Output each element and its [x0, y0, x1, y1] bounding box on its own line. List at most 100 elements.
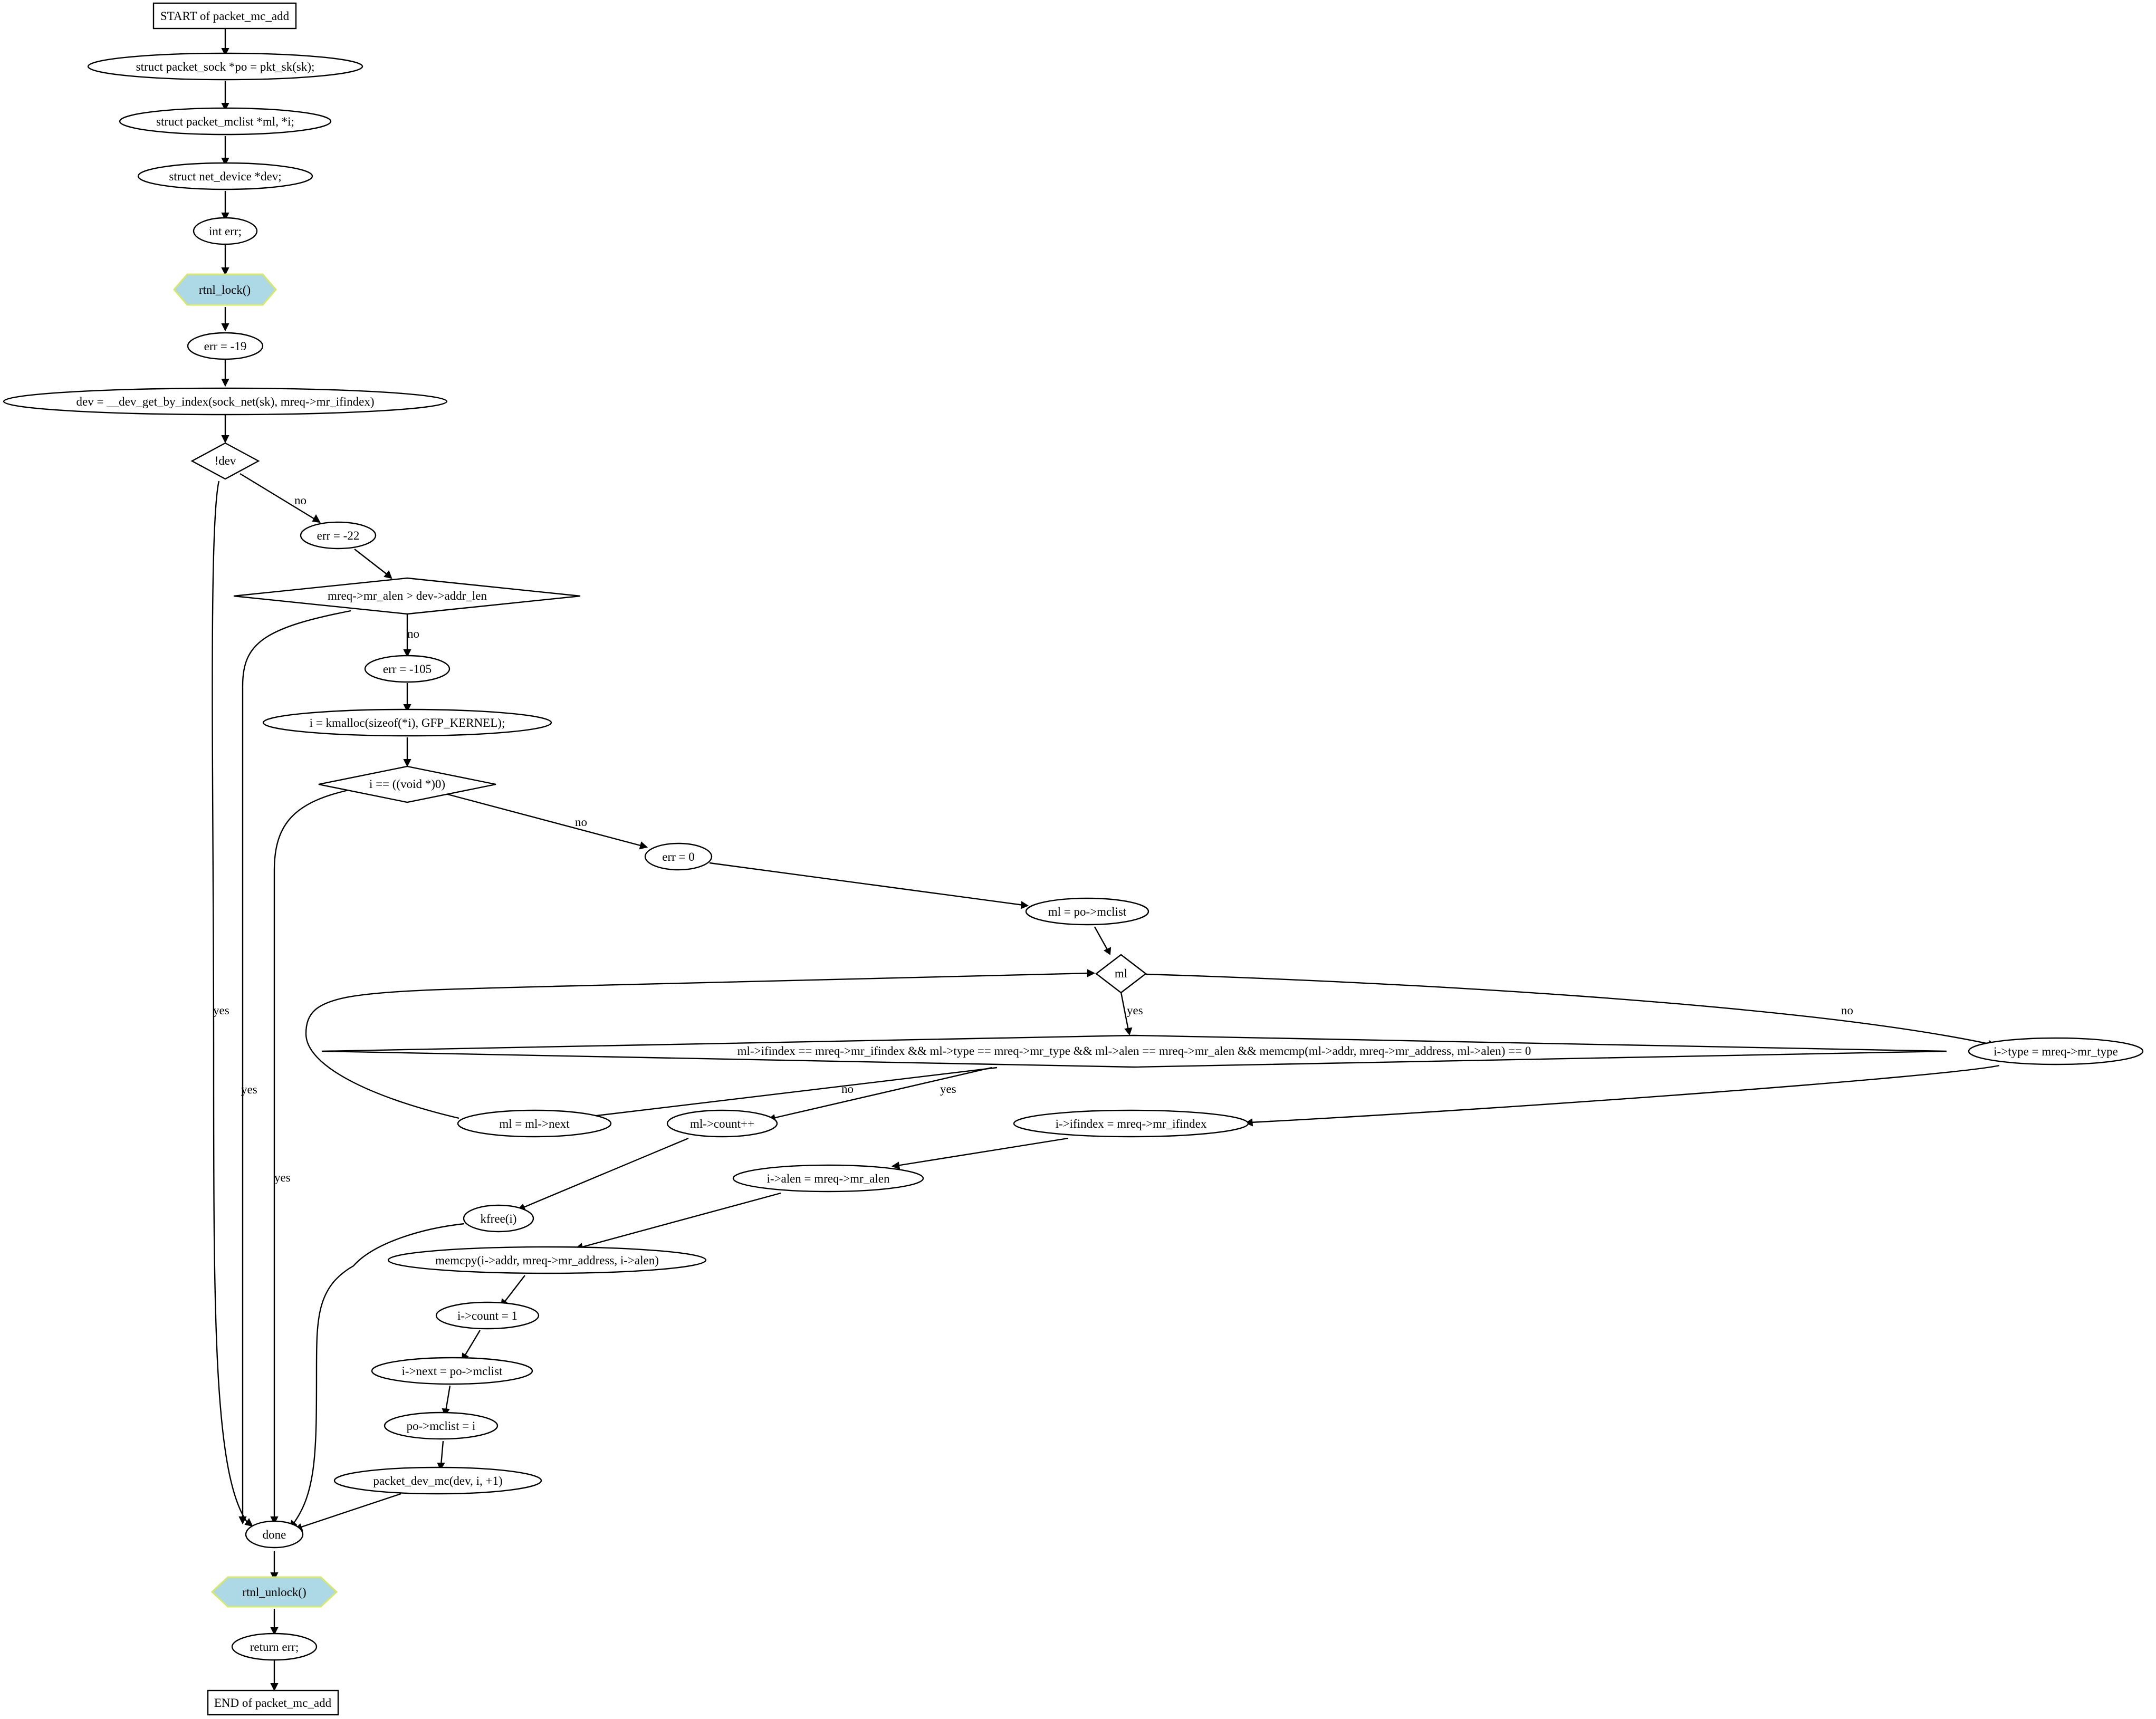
arrowhead: [221, 379, 229, 387]
edge-label-not-dev-yes: yes: [213, 1004, 229, 1017]
arrowhead: [238, 1516, 247, 1525]
i-type-node: i->type = mreq->mr_type: [1968, 1037, 2144, 1065]
arrowheads: [221, 48, 1997, 1692]
i-ifindex-label: i->ifindex = mreq->mr_ifindex: [1056, 1117, 1207, 1130]
edge-label-i-null-no: no: [575, 815, 587, 829]
arrowhead: [270, 1627, 279, 1636]
arrowhead: [1244, 1118, 1253, 1127]
edges: [212, 28, 2000, 1686]
end-label: END of packet_mc_add: [214, 1696, 332, 1710]
i-next-node: i->next = po->mclist: [371, 1357, 533, 1385]
err-0-node: err = 0: [644, 842, 713, 871]
arrowhead: [221, 213, 229, 221]
arrowhead: [221, 48, 229, 56]
edge-match-no: [574, 1067, 998, 1119]
arrowhead: [221, 435, 229, 444]
arrowhead: [891, 1161, 900, 1170]
packet-dev-mc-label: packet_dev_mc(dev, i, +1): [373, 1474, 502, 1487]
i-count-node: i->count = 1: [435, 1301, 540, 1330]
decl-po-label: struct packet_sock *po = pkt_sk(sk);: [136, 60, 315, 73]
nodes: START of packet_mc_add struct packet_soc…: [3, 2, 2144, 1716]
arrowhead: [384, 570, 392, 579]
kmalloc-label: i = kmalloc(sizeof(*i), GFP_KERNEL);: [310, 716, 505, 729]
err-105-node: err = -105: [364, 655, 451, 683]
arrowhead: [312, 514, 321, 523]
kmalloc-node: i = kmalloc(sizeof(*i), GFP_KERNEL);: [262, 708, 552, 737]
po-mclist-label: po->mclist = i: [407, 1419, 476, 1433]
i-count-label: i->count = 1: [457, 1309, 518, 1322]
decl-err-node: int err;: [193, 217, 258, 245]
i-alen-node: i->alen = mreq->mr_alen: [732, 1164, 924, 1193]
edge-label-ml-no: no: [1841, 1004, 1853, 1017]
alen-check-label: mreq->mr_alen > dev->addr_len: [328, 589, 487, 602]
edge-alen-yes: [242, 610, 351, 1519]
decl-dev-label: struct net_device *dev;: [169, 170, 281, 183]
return-err-node: return err;: [231, 1632, 318, 1661]
edge-match-yes: [772, 1067, 992, 1119]
arrowhead: [1124, 1027, 1133, 1036]
edge-ml-init-to-ml-cond: [1094, 926, 1109, 951]
ml-init-node: ml = po->mclist: [1025, 897, 1149, 926]
memcpy-label: memcpy(i->addr, mreq->mr_address, i->ale…: [435, 1254, 659, 1267]
ml-count-label: ml->count++: [690, 1117, 754, 1130]
i-alen-label: i->alen = mreq->mr_alen: [766, 1172, 890, 1185]
arrowhead: [403, 704, 411, 713]
edge-label-i-null-yes: yes: [274, 1171, 291, 1184]
arrowhead: [221, 103, 229, 111]
arrowhead: [244, 1518, 253, 1527]
edge-po-mclist-to-packet-dev-mc: [440, 1440, 444, 1466]
edge-label-not-dev-no: no: [294, 494, 306, 507]
edge-i-alen-to-memcpy: [580, 1192, 781, 1249]
kfree-label: kfree(i): [481, 1212, 517, 1225]
edge-i-next-to-po-mclist: [445, 1385, 451, 1411]
arrowhead: [1087, 969, 1096, 977]
decl-ml-label: struct packet_mclist *ml, *i;: [156, 115, 294, 128]
decl-dev-node: struct net_device *dev;: [137, 162, 313, 190]
edge-i-null-yes: [273, 789, 351, 1519]
arrowhead: [437, 1463, 445, 1471]
return-err-label: return err;: [250, 1640, 299, 1654]
err-22-label: err = -22: [317, 529, 360, 542]
decl-po-node: struct packet_sock *po = pkt_sk(sk);: [87, 52, 363, 81]
i-ifindex-node: i->ifindex = mreq->mr_ifindex: [1013, 1109, 1249, 1138]
end-node: END of packet_mc_add: [207, 1689, 339, 1716]
edge-ml-yes: [1120, 992, 1129, 1031]
ml-init-label: ml = po->mclist: [1048, 905, 1127, 918]
edge-i-ifindex-to-i-alen: [896, 1137, 1069, 1167]
start-label: START of packet_mc_add: [160, 9, 290, 23]
done-label: done: [263, 1528, 286, 1541]
edge-packet-dev-mc-to-done: [299, 1493, 401, 1529]
kfree-node: kfree(i): [463, 1204, 534, 1233]
err-19-node: err = -19: [187, 332, 264, 360]
rtnl-lock-node: rtnl_lock(): [173, 273, 277, 306]
decl-err-label: int err;: [209, 225, 242, 238]
edge-label-alen-no: no: [407, 627, 419, 640]
packet-dev-mc-node: packet_dev_mc(dev, i, +1): [333, 1466, 542, 1495]
arrowhead: [403, 759, 411, 767]
edge-ml-next-back: [305, 972, 1090, 1119]
edge-not-dev-no: [239, 473, 316, 521]
i-null-label: i == ((void *)0): [369, 777, 445, 791]
dev-get-label: dev = __dev_get_by_index(sock_net(sk), m…: [76, 395, 374, 408]
po-mclist-node: po->mclist = i: [384, 1411, 499, 1440]
done-node: done: [245, 1520, 304, 1549]
edge-not-dev-yes: [212, 481, 248, 1524]
edge-label-match-yes: yes: [940, 1082, 956, 1096]
ml-next-node: ml = ml->next: [457, 1109, 612, 1138]
edge-err-22-to-alen-check: [354, 549, 388, 575]
arrowhead: [221, 323, 229, 332]
dev-get-node: dev = __dev_get_by_index(sock_net(sk), m…: [3, 387, 448, 416]
not-dev-label: !dev: [215, 454, 236, 467]
memcpy-node: memcpy(i->addr, mreq->mr_address, i->ale…: [387, 1246, 707, 1274]
arrowhead: [639, 841, 648, 850]
decl-ml-node: struct packet_mclist *ml, *i;: [119, 107, 332, 136]
alen-check-decision: mreq->mr_alen > dev->addr_len: [233, 577, 581, 615]
edge-ml-count-to-kfree: [522, 1137, 689, 1209]
edge-memcpy-to-i-count: [503, 1275, 525, 1303]
edge-i-count-to-i-next: [463, 1330, 481, 1357]
rtnl-unlock-label: rtnl_unlock(): [242, 1586, 306, 1599]
edge-kfree-to-done: [292, 1223, 465, 1525]
edge-label-alen-yes: yes: [241, 1083, 257, 1096]
arrowhead: [270, 1516, 279, 1525]
